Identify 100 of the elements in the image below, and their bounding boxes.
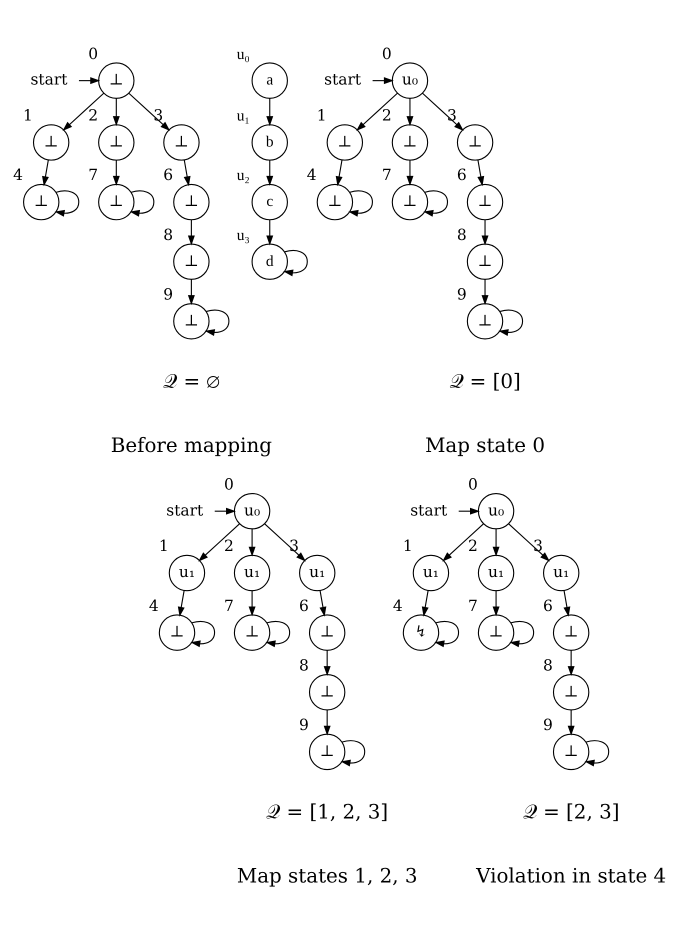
arrow	[422, 92, 464, 131]
node-label: 7	[88, 166, 98, 184]
node-circle: ⊥	[552, 674, 590, 710]
arrow	[482, 219, 489, 245]
node-circle: u₁	[543, 554, 580, 591]
arrow	[112, 160, 120, 186]
node-circle: ⊥	[466, 242, 504, 280]
node-circle: a	[252, 62, 288, 98]
node-label: 3	[533, 536, 543, 555]
arrow	[283, 249, 308, 276]
node-label: 3	[289, 536, 299, 555]
node-text: start	[324, 70, 362, 88]
node-circle: ⊥	[158, 614, 196, 650]
node-circle: ⊥	[316, 183, 354, 220]
node-circle: ⊥	[98, 62, 135, 98]
node-circle: ⊥	[98, 183, 135, 220]
arrow	[406, 160, 414, 186]
arrow	[248, 528, 256, 556]
node-circle: ⊥	[173, 302, 210, 340]
arrow	[78, 76, 100, 84]
node-text: start	[30, 70, 68, 88]
node-circle: u₁	[299, 554, 336, 591]
arrow	[198, 522, 240, 562]
node-circle: ⊥	[466, 302, 504, 340]
node-circle: c	[252, 183, 288, 220]
arrow	[128, 92, 170, 131]
arrow	[42, 160, 49, 186]
label: Violation in state 4	[476, 864, 666, 888]
node-circle: ⊥	[308, 614, 346, 650]
node-circle: ⊥	[173, 183, 210, 220]
node-circle: ⊥	[552, 614, 590, 650]
node-label: 8	[163, 225, 174, 244]
node-circle: ⊥	[32, 124, 70, 160]
arrow	[563, 590, 570, 616]
node-label: 7	[224, 596, 234, 614]
node-label: 2	[88, 106, 98, 124]
arrow	[509, 620, 534, 647]
node-label: 6	[456, 166, 467, 184]
arrow	[482, 278, 489, 305]
node-label: u₃	[236, 226, 250, 244]
node-label: 0	[224, 474, 234, 493]
label: Map states 1, 2, 3	[236, 864, 418, 888]
arrow	[372, 76, 394, 84]
node-circle: ⊥	[163, 124, 200, 160]
arrow	[423, 190, 448, 216]
label: Map state 0	[425, 434, 545, 457]
arrow	[266, 160, 274, 186]
node-circle: ⊥	[466, 183, 504, 220]
node-circle: u₀	[392, 62, 428, 98]
node-circle: u₁	[478, 554, 514, 591]
node-text: start	[410, 500, 448, 519]
arrow	[266, 98, 274, 126]
node-label: 6	[299, 596, 309, 614]
label: Before mapping	[110, 434, 272, 457]
node-label: 4	[13, 166, 23, 184]
arrow	[324, 709, 331, 736]
arrow	[492, 590, 500, 616]
node-label: 6	[163, 166, 174, 184]
arrow	[508, 522, 550, 562]
arrow	[406, 98, 414, 126]
node-label: 9	[299, 716, 309, 734]
arrow	[130, 190, 154, 216]
arrow	[248, 590, 256, 616]
node-label: 2	[382, 106, 392, 124]
node-circle: ↯	[402, 614, 440, 650]
node-circle: u₁	[412, 554, 450, 591]
arrow	[320, 590, 326, 616]
node-label: 9	[543, 716, 553, 734]
label: 𝒬 = ∅	[163, 369, 220, 392]
node-circle: ⊥	[234, 614, 270, 650]
node-label: 3	[153, 106, 164, 124]
node-label: u₀	[236, 45, 250, 62]
arrow	[584, 740, 610, 766]
label: 𝒬 = [1, 2, 3]	[266, 800, 388, 824]
node-label: 4	[148, 596, 159, 614]
arrow	[442, 522, 484, 562]
arrow	[266, 219, 274, 245]
node-label: 4	[306, 166, 317, 184]
arrow	[324, 650, 331, 676]
node-label: 7	[468, 596, 478, 614]
node-text: start	[166, 500, 204, 519]
node-label: 9	[456, 284, 467, 303]
node-circle: ⊥	[173, 242, 210, 280]
node-label: 1	[23, 106, 33, 124]
arrow	[265, 620, 290, 647]
node-label: 4	[392, 596, 403, 614]
arrow	[356, 92, 398, 131]
node-circle: ⊥	[392, 124, 428, 160]
node-label: 8	[543, 656, 553, 674]
arrow	[214, 507, 236, 514]
arrow	[434, 620, 460, 647]
arrow	[264, 522, 306, 562]
arrow	[62, 92, 104, 131]
node-circle: u₀	[234, 492, 270, 529]
label: 𝒬 = [2, 3]	[522, 800, 620, 824]
node-label: u₁	[236, 107, 250, 124]
label: 𝒬 = [0]	[449, 369, 521, 392]
node-label: 1	[316, 106, 327, 124]
arrow	[568, 709, 575, 736]
node-label: 2	[468, 536, 478, 555]
